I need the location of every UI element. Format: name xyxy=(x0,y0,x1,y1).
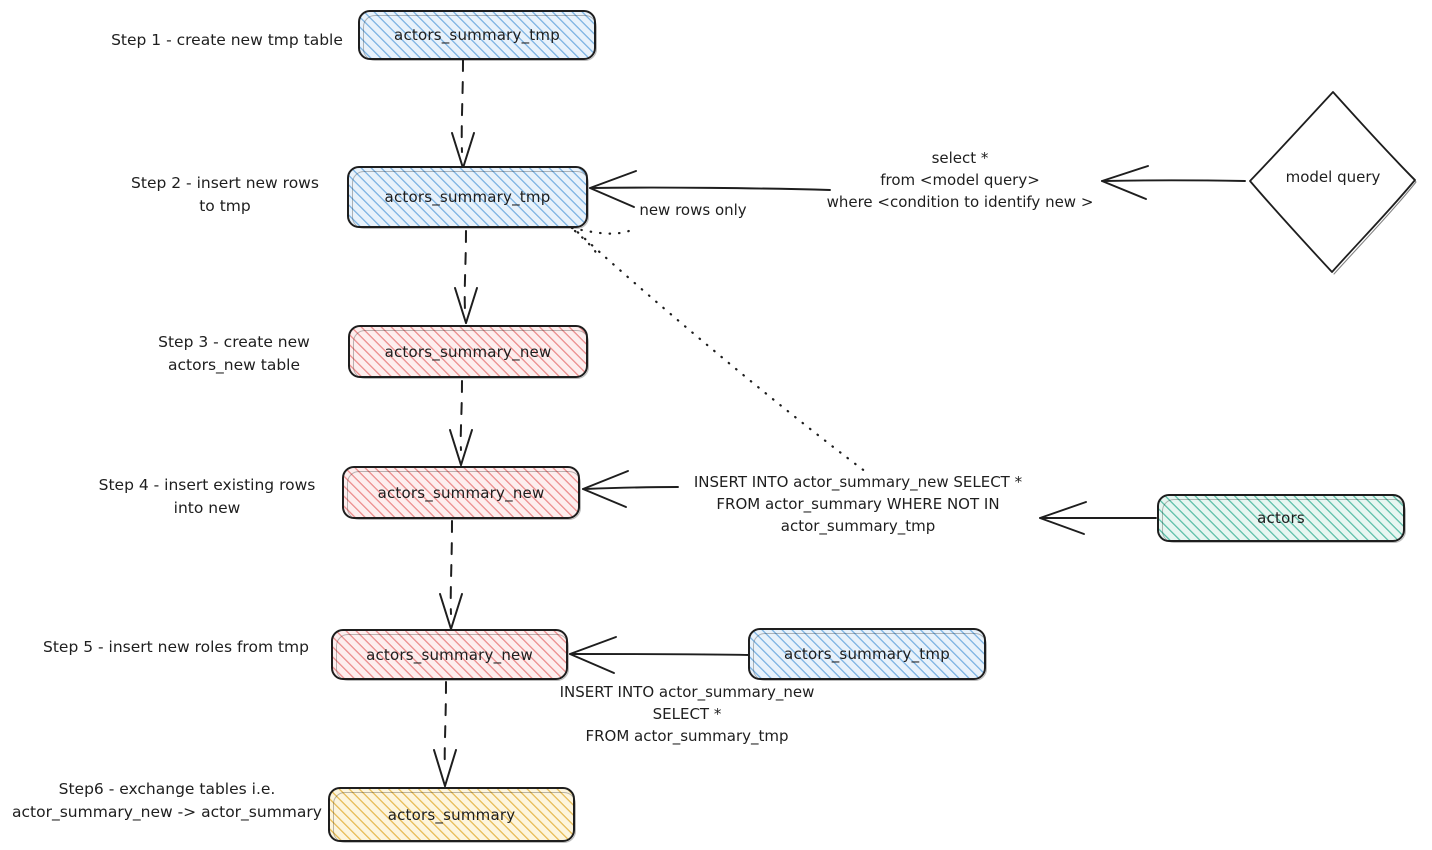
edge-step4-to-step5 xyxy=(439,520,463,630)
edge-step2-to-step3 xyxy=(454,230,478,324)
edge-actors-to-insert-existing xyxy=(1039,501,1157,535)
node-label-model-query: model query xyxy=(1285,168,1381,186)
node-label: actors_summary_tmp xyxy=(384,188,551,206)
edge-step3-to-step4 xyxy=(449,380,473,466)
edge-step2-dotted-to-insert xyxy=(569,224,868,474)
node-actors-summary-new-step3[interactable]: actors_summary_new xyxy=(348,325,589,379)
step-label-step3: Step 3 - create new actors_new table xyxy=(158,333,310,375)
edge-label-insert-new-roles-sql: INSERT INTO actor_summary_new SELECT * F… xyxy=(559,683,815,745)
node-actors-summary-tmp-source[interactable]: actors_summary_tmp xyxy=(748,628,987,681)
node-actors-summary-new-step4[interactable]: actors_summary_new xyxy=(342,466,581,520)
edge-label-insert-existing-sql: INSERT INTO actor_summary_new SELECT * F… xyxy=(693,473,1023,535)
node-actors-summary-tmp-step1[interactable]: actors_summary_tmp xyxy=(358,10,597,61)
node-label: actors_summary_new xyxy=(366,645,533,664)
node-actors-source[interactable]: actors xyxy=(1157,494,1406,543)
step-label-step6: Step6 - exchange tables i.e. actor_summa… xyxy=(12,780,322,822)
node-actors-summary-new-step5[interactable]: actors_summary_new xyxy=(331,629,569,681)
node-label: actors_summary_tmp xyxy=(784,645,950,663)
node-label: actors_summary_new xyxy=(384,342,552,361)
node-actors-summary-tmp-step2[interactable]: actors_summary_tmp xyxy=(347,166,589,229)
step-label-step5: Step 5 - insert new roles from tmp xyxy=(43,638,309,656)
node-label: actors_summary_new xyxy=(377,483,545,502)
edge-label-new-rows-only: new rows only xyxy=(639,201,747,219)
edge-step5-to-step6 xyxy=(433,681,457,787)
node-label: actors_summary_tmp xyxy=(394,26,560,44)
step-label-step1: Step 1 - create new tmp table xyxy=(111,31,343,49)
node-label: actors_summary xyxy=(387,805,516,824)
edge-step1-to-step2 xyxy=(451,59,475,169)
edge-model-query-to-sql xyxy=(1101,165,1246,200)
edge-insert-existing-to-step4 xyxy=(582,470,679,508)
step-label-step2: Step 2 - insert new rows to tmp xyxy=(131,174,319,216)
step-label-step4: Step 4 - insert existing rows into new xyxy=(98,476,316,518)
edge-tmp-to-step5 xyxy=(569,636,751,674)
node-label: actors xyxy=(1257,509,1305,527)
node-actors-summary-step6[interactable]: actors_summary xyxy=(328,787,576,843)
edge-label-model-query-sql: select * from <model query> where <condi… xyxy=(826,149,1094,211)
